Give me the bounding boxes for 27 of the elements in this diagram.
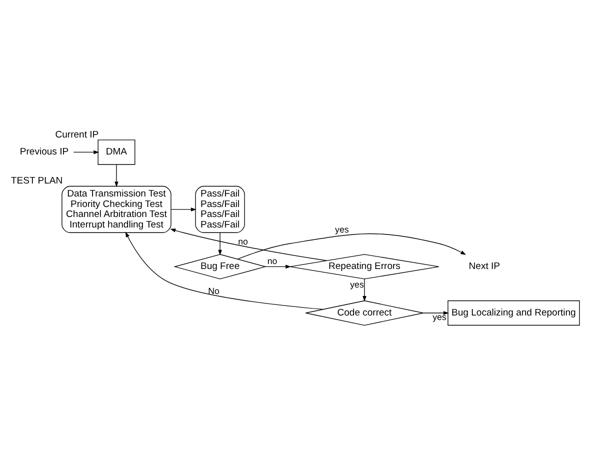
arrow: [125, 232, 324, 310]
edge-label: yes: [350, 279, 364, 290]
node-box: Data Transmission Test Priority Checking Test Channel Arbitration Test Interrupt handling Test: [62, 186, 172, 233]
arrow: [170, 208, 196, 212]
node-box: Pass/Fail Pass/Fail Pass/Fail Pass/Fail: [195, 186, 245, 233]
node-text: Previous IP: [20, 146, 69, 158]
arrow: [237, 233, 466, 260]
arrow: [114, 164, 118, 188]
node-box: DMA: [98, 140, 136, 165]
node-diamond: Bug Free: [174, 254, 267, 280]
node-box: Bug Localizing and Reporting: [448, 300, 580, 326]
edge-label: yes: [335, 224, 349, 234]
node-diamond: Repeating Errors: [290, 254, 440, 280]
node-label: Current IP: [55, 129, 99, 140]
arrow: [423, 311, 449, 315]
edge-label: no: [267, 256, 278, 266]
arrow: [73, 150, 100, 154]
arrow: [264, 264, 292, 269]
node-diamond: Code correct: [305, 300, 424, 326]
arrow: [362, 278, 366, 302]
node-text: Next IP: [468, 261, 500, 272]
edge-label: no: [238, 236, 248, 247]
edge-label: No: [208, 286, 220, 296]
edge-label: yes: [432, 312, 446, 322]
arrow: [218, 232, 222, 256]
arrow: [170, 228, 327, 261]
node-label: TEST PLAN: [10, 176, 63, 187]
